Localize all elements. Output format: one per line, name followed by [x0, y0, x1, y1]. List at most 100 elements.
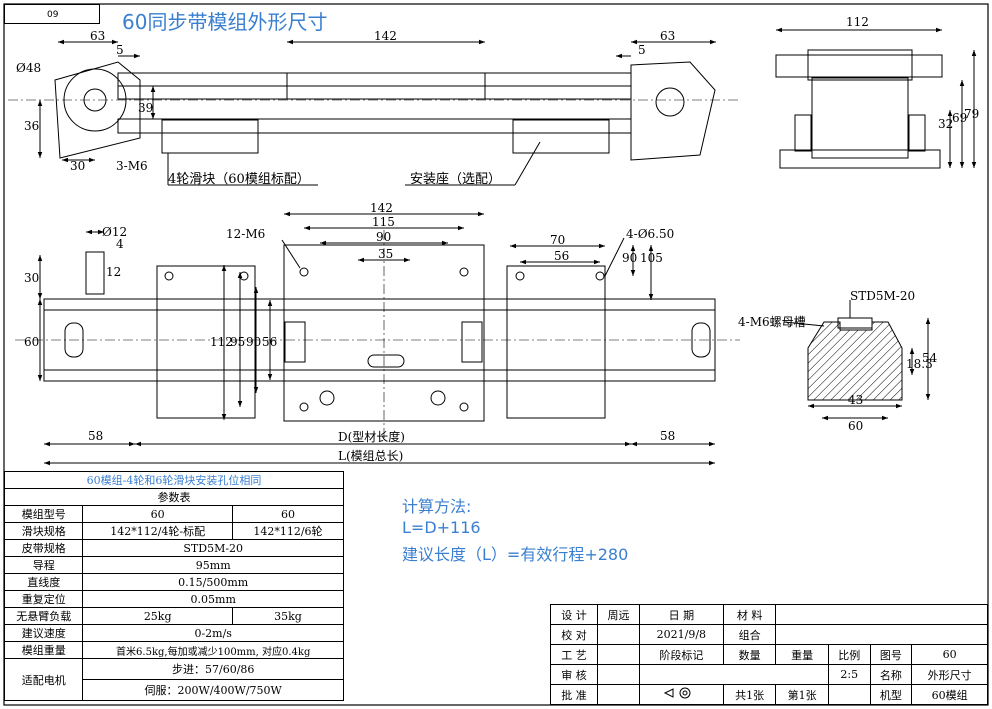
calc-advice: 建议长度（L）=有效行程+280 — [402, 545, 629, 564]
param-value: 伺服：200W/400W/750W — [82, 679, 344, 701]
param-value: 95mm — [82, 556, 344, 574]
projection-symbol-icon — [664, 687, 691, 699]
params-header: 参数表 — [4, 488, 344, 506]
dim-end-69: 69 — [952, 111, 967, 125]
tb-cell: 日 期 — [638, 604, 724, 625]
table-row: 校 对 2021/9/8 组合 — [549, 624, 988, 645]
tb-cell — [827, 684, 871, 705]
dim-top-5-right: 5 — [638, 43, 646, 57]
plan-view — [15, 211, 740, 466]
tb-cell — [597, 624, 640, 645]
tb-cell: 设 计 — [549, 604, 599, 625]
tb-cell: 2:5 — [827, 664, 871, 685]
dim-top-63-right: 63 — [660, 29, 675, 43]
tb-cell: 批 准 — [549, 684, 599, 705]
dim-end-79: 79 — [964, 107, 979, 121]
tb-cell: 第1张 — [775, 684, 829, 705]
tb-cell: 阶段标记 — [638, 644, 724, 665]
param-value: 0.05mm — [82, 590, 344, 608]
dim-sec-183: 18.3 — [906, 357, 933, 371]
param-value: 步进：57/60/86 — [82, 658, 344, 680]
dim-top-63-left: 63 — [90, 29, 105, 43]
calc-heading: 计算方法: — [402, 497, 472, 516]
param-label: 无悬臂负载 — [3, 607, 84, 625]
dim-top-39: 39 — [138, 101, 153, 115]
dim-top-dia48: Ø48 — [16, 61, 41, 75]
dim-end-32: 32 — [938, 117, 953, 131]
param-label: 皮带规格 — [3, 539, 84, 557]
dim-top-36: 36 — [24, 119, 39, 133]
param-value: 0.15/500mm — [82, 573, 344, 591]
drawing-title: 60同步带模组外形尺寸 — [122, 10, 328, 34]
tb-cell: 数量 — [722, 644, 777, 665]
dim-end-112: 112 — [846, 15, 869, 29]
table-row: 批 准 共1张 第1张 机型 60模组 — [549, 684, 988, 705]
dim-plan-58-right: 58 — [660, 429, 675, 443]
dim-sec-54: 54 — [922, 351, 938, 365]
tb-cell — [775, 624, 988, 645]
param-value: 142*112/4轮-标配 — [82, 522, 233, 540]
dim-plan-56v: 56 — [262, 335, 277, 349]
dim-plan-70: 70 — [550, 233, 565, 247]
dim-sec-std5m20: STD5M-20 — [850, 289, 915, 303]
dim-plan-12m6: 12-M6 — [226, 227, 265, 241]
tb-cell: 重量 — [775, 644, 829, 665]
param-label: 滑块规格 — [3, 522, 84, 540]
tb-cell: 图号 — [869, 644, 913, 665]
dim-sec-nut-slot: 4-M6螺母槽 — [738, 315, 806, 329]
dim-top-30: 30 — [70, 159, 85, 173]
dim-top-142: 142 — [374, 29, 397, 43]
dim-plan-4-dia650: 4-Ø6.50 — [626, 227, 674, 241]
dim-plan-105: 105 — [640, 251, 663, 265]
table-row: 伺服：200W/400W/750W — [5, 679, 344, 701]
tb-cell: 机型 — [869, 684, 913, 705]
tb-cell — [775, 604, 988, 625]
dim-plan-60: 60 — [24, 335, 39, 349]
dim-plan-58-left: 58 — [88, 429, 103, 443]
param-value: STD5M-20 — [82, 539, 344, 557]
top-view — [8, 39, 740, 186]
table-row: 设 计 周远 日 期 材 料 — [549, 604, 988, 625]
dim-plan-35: 35 — [378, 247, 393, 261]
param-value: 25kg — [82, 607, 233, 625]
tb-cell — [597, 644, 640, 665]
param-label: 适配电机 — [3, 658, 84, 701]
tb-cell — [638, 664, 829, 685]
param-label: 模组型号 — [3, 505, 84, 523]
projection-symbol — [638, 684, 724, 705]
tb-cell: 周远 — [597, 604, 640, 625]
tb-cell: 2021/9/8 — [638, 624, 724, 645]
dim-plan-12: 12 — [106, 265, 121, 279]
params-note: 60模组-4轮和6轮滑块安装孔位相同 — [4, 471, 344, 489]
param-value: 60 — [231, 505, 345, 523]
dim-plan-90-right: 90 — [622, 251, 637, 265]
tb-cell — [597, 684, 640, 705]
dim-top-5-left: 5 — [116, 43, 124, 57]
section-view — [783, 300, 931, 421]
dim-plan-4: 4 — [116, 237, 124, 251]
tb-cell: 共1张 — [722, 684, 777, 705]
dim-plan-90: 90 — [376, 230, 391, 244]
table-row: 审 核 2:5 名称 外形尺寸 — [549, 664, 988, 685]
label-l-length: L(模组总长) — [338, 449, 403, 463]
tb-cell: 材 料 — [722, 604, 777, 625]
table-row: 适配电机步进：57/60/86 — [3, 658, 344, 701]
tb-cell: 组合 — [722, 624, 777, 645]
dim-top-3m6: 3-M6 — [116, 159, 148, 173]
title-block: 设 计 周远 日 期 材 料 校 对 2021/9/8 组合 工 艺 阶段标记 … — [549, 604, 988, 705]
param-label: 建议速度 — [3, 624, 84, 642]
param-value: 0-2m/s — [82, 624, 344, 642]
dim-plan-dia12: Ø12 — [102, 225, 127, 239]
param-label: 导程 — [3, 556, 84, 574]
callout-mount: 安装座（选配） — [410, 172, 501, 187]
param-label: 模组重量 — [3, 641, 84, 659]
